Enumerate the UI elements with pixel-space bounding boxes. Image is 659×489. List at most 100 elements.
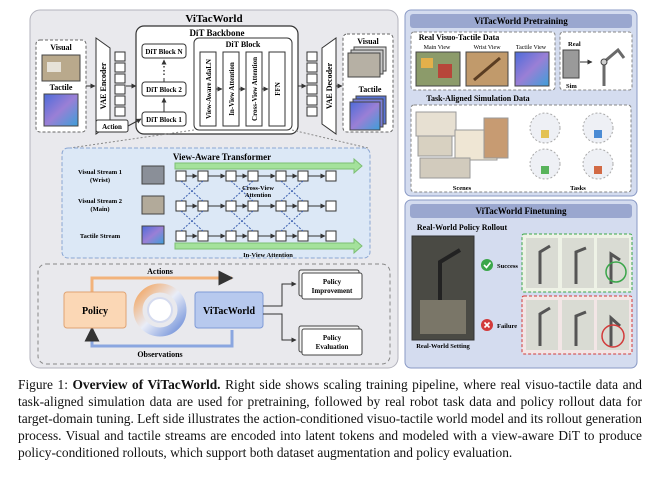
figure-caption: Figure 1: Overview of ViTacWorld. Right … [18, 376, 642, 461]
policy-label: Policy [82, 306, 108, 317]
finetuning-title: ViTacWorld Finetuning [475, 206, 567, 216]
token-0-2 [225, 170, 237, 182]
token-1-2 [225, 200, 237, 212]
panel-title: ViTacWorld [185, 13, 242, 25]
visual-output-label: Visual [357, 37, 379, 46]
observations-arrow [84, 326, 234, 348]
setting-label: Real-World Setting [416, 343, 470, 350]
token-2-2 [225, 230, 237, 242]
real-robot-image [562, 49, 580, 79]
improvement-label-1: Policy [323, 278, 342, 286]
token-0-1 [197, 170, 209, 182]
svg-text:VAE Encoder: VAE Encoder [99, 62, 108, 109]
latent-tokens-in [114, 51, 126, 117]
observations-label: Observations [137, 350, 182, 359]
blocks-ellipsis: ⋮ [159, 65, 170, 77]
token-0-5 [297, 170, 309, 182]
rollout-ring-icon [133, 283, 187, 337]
cross-view-link [180, 180, 204, 202]
success-label: Success [497, 263, 518, 270]
cross-view-link [180, 210, 204, 232]
pretraining-title: ViTacWorld Pretraining [474, 16, 568, 26]
transformer-title: View-Aware Transformer [173, 152, 271, 162]
cross-view-link [230, 180, 254, 202]
token-0-3 [247, 170, 259, 182]
latent-tokens-out [306, 51, 318, 117]
output-frames: Visual Tactile [342, 33, 394, 133]
real-data-label: Real Visuo-Tactile Data [419, 33, 500, 42]
token-0-0 [175, 170, 187, 182]
token-2-4 [275, 230, 287, 242]
evaluation-label-2: Evaluation [316, 343, 349, 351]
zoom-line-left [69, 129, 195, 149]
in-view-label: In-View Attention [243, 252, 293, 259]
success-check-icon [481, 259, 493, 271]
token-2-0 [175, 230, 187, 242]
cross-view-link [280, 180, 304, 202]
main-view-label: Main View [424, 45, 451, 51]
cross-view-label-2: Attention [245, 192, 272, 199]
svg-text:View-Aware AdaLN: View-Aware AdaLN [205, 59, 213, 119]
stream3-label: Tactile Stream [80, 233, 121, 240]
token-1-1 [197, 200, 209, 212]
svg-text:DiT Block 1: DiT Block 1 [146, 116, 182, 124]
dit-block-detail [193, 37, 293, 131]
token-1-5 [297, 200, 309, 212]
token-0-6 [325, 170, 337, 182]
actions-label: Actions [147, 267, 173, 276]
cross-view-link [280, 210, 304, 232]
top-green-arrow [174, 157, 363, 175]
sim-label: Sim [566, 83, 577, 90]
svg-text:Cross-View Attention: Cross-View Attention [251, 57, 259, 121]
svg-text:DiT Block N: DiT Block N [145, 48, 182, 56]
pretraining-panel: ViTacWorld Pretraining Real Visuo-Tactil… [404, 9, 638, 197]
policy-box [63, 291, 127, 329]
evaluation-label-1: Policy [323, 334, 342, 342]
token-2-5 [297, 230, 309, 242]
visual-input-label: Visual [50, 43, 72, 52]
bottom-green-arrow [174, 237, 363, 255]
token-1-4 [275, 200, 287, 212]
token-grid [175, 170, 337, 242]
policy-loop: Actions Observations Policy ViTacWorld P… [37, 263, 391, 365]
tactile-output-label: Tactile [359, 85, 382, 94]
stream1-thumbnail [141, 165, 165, 185]
tasks-label: Tasks [570, 185, 586, 192]
vitacworld-label: ViTacWorld [203, 306, 255, 317]
wrist-view-label: Wrist View [473, 45, 501, 51]
token-2-6 [325, 230, 337, 242]
ffn [268, 51, 286, 127]
vitacworld-box [194, 291, 264, 329]
to-evaluation-arrow [263, 313, 297, 343]
caption-bold: Overview of ViTacWorld. [72, 377, 221, 392]
to-improvement-arrow [263, 281, 297, 307]
stream3-thumbnail [141, 225, 165, 245]
zoom-line-right [291, 129, 369, 149]
visual-output-frame [347, 52, 381, 78]
cross-view-link [230, 210, 254, 232]
robot-arm-image [47, 62, 61, 72]
token-0-4 [275, 170, 287, 182]
dit-backbone: DiT Backbone DiT Block N ⋮ DiT Block 2 D… [135, 25, 299, 135]
svg-text:FFN: FFN [274, 82, 282, 96]
svg-text:VAE Decoder: VAE Decoder [325, 62, 334, 109]
rollout-label: Real-World Policy Rollout [417, 223, 508, 232]
input-frames: Visual Tactile [35, 39, 87, 133]
tactile-output-frame [349, 101, 381, 131]
token-2-3 [247, 230, 259, 242]
dit-block-n [141, 43, 187, 59]
stream1-label: Visual Stream 1 [78, 169, 122, 176]
tactile-frame [43, 93, 79, 127]
stream2-thumbnail [141, 195, 165, 215]
failure-label: Failure [497, 323, 517, 330]
stream1-sublabel: (Wrist) [90, 177, 110, 184]
actions-arrow [90, 270, 234, 292]
stream2-sublabel: (Main) [90, 206, 109, 213]
token-1-3 [247, 200, 259, 212]
svg-text:DiT Backbone: DiT Backbone [189, 28, 244, 38]
tactile-view-image [514, 51, 550, 87]
cross-view-label-1: Cross-View [242, 185, 274, 192]
vae-decoder: VAE Decoder [321, 37, 337, 135]
caption-body: Right side shows scaling training pipeli… [18, 377, 642, 460]
